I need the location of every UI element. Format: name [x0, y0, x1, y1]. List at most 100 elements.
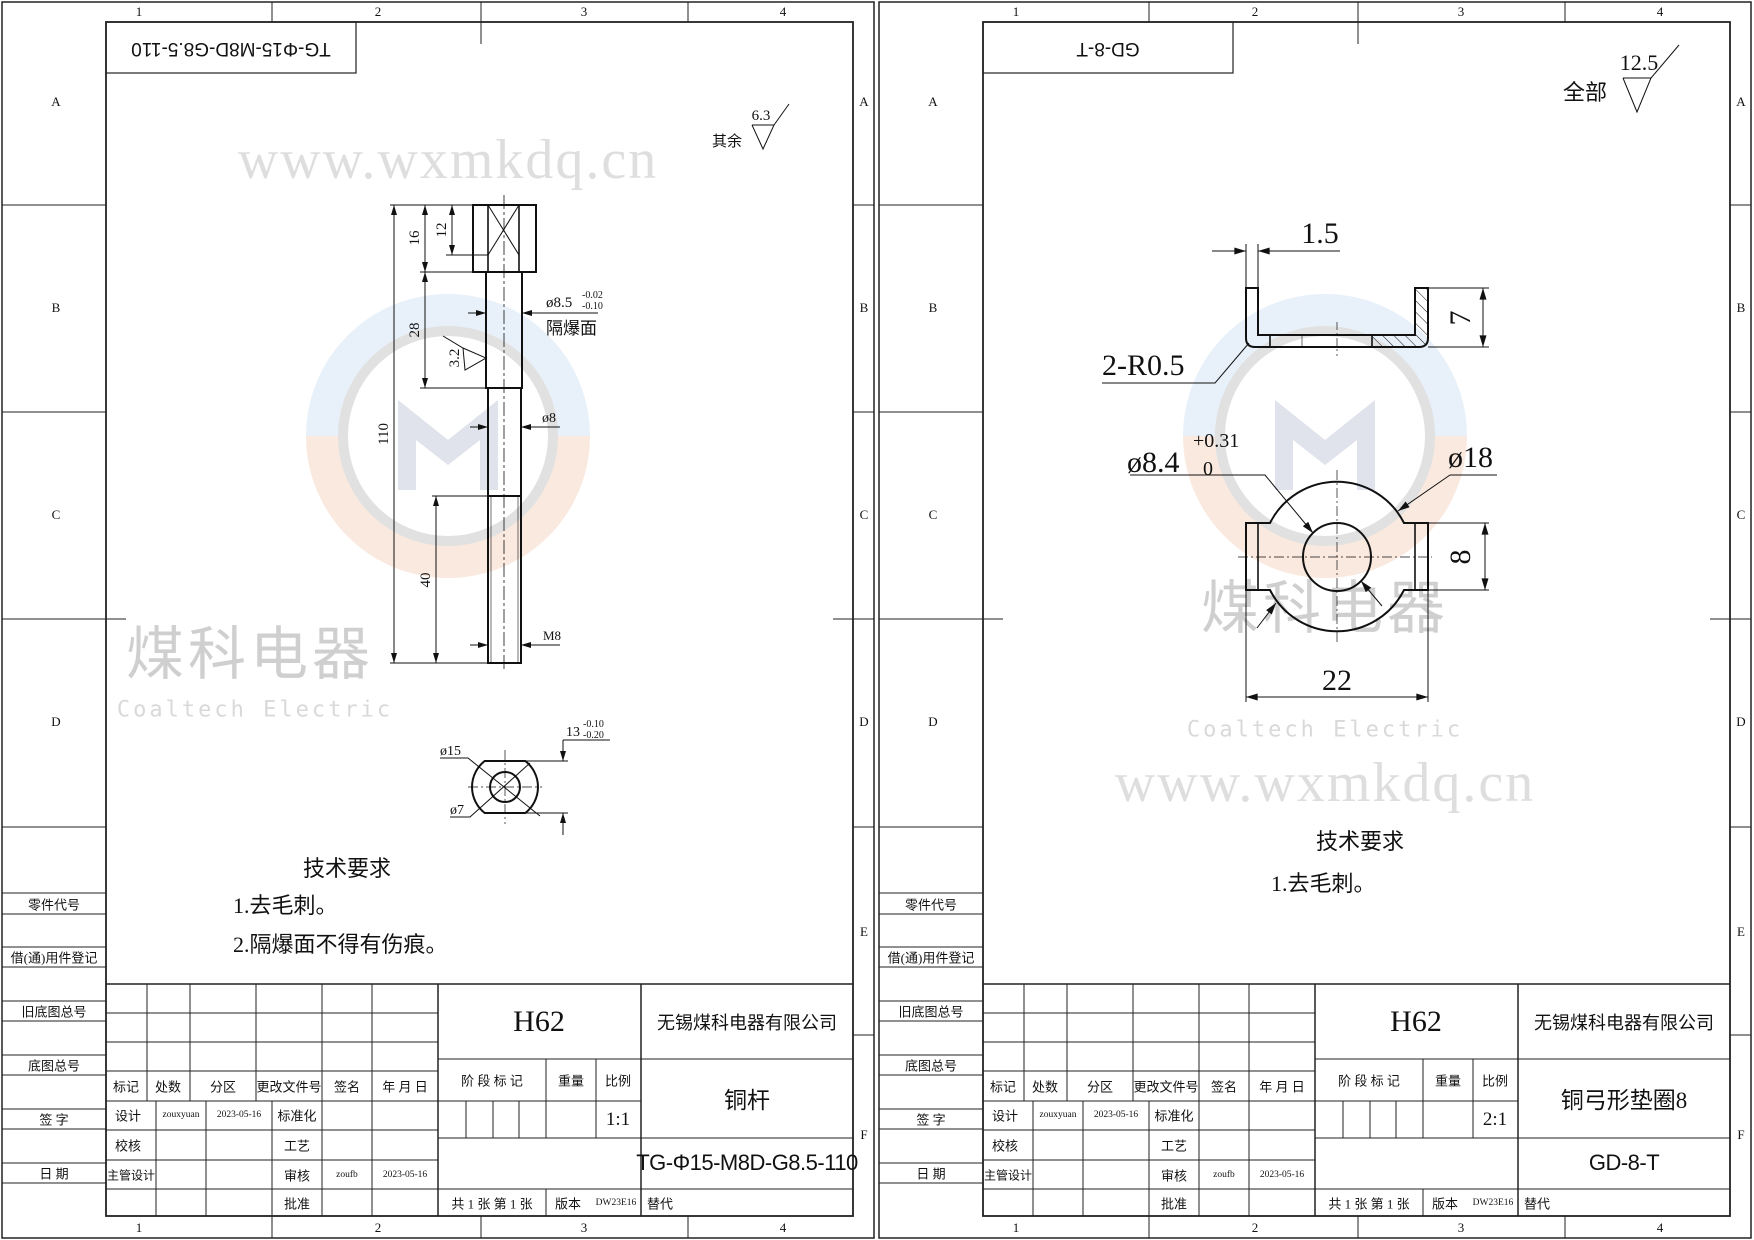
stage-mark-label: 阶 段 标 记: [1338, 1073, 1400, 1089]
column-number: 4: [779, 4, 787, 19]
role-check: 校核: [991, 1138, 1019, 1154]
column-number: 1: [135, 4, 143, 19]
rev-header-count: 处数: [1031, 1079, 1059, 1095]
dim-mid-diameter: ø8: [542, 411, 556, 426]
roughness-seal: 3.2: [447, 349, 463, 368]
side-label-part-code: 零件代号: [27, 897, 81, 913]
design-date: 2023-05-16: [1093, 1110, 1139, 1120]
watermark-url: www.wxmkdq.cn: [1114, 752, 1536, 814]
rev-header-doc-no: 更改文件号: [256, 1079, 322, 1095]
role-standardization: 标准化: [1154, 1108, 1194, 1124]
dim-seal-tol-lower: -0.10: [582, 301, 603, 312]
role-chief-design: 主管设计: [983, 1168, 1033, 1183]
column-number: 2: [374, 4, 382, 19]
dim-thread: M8: [543, 628, 561, 643]
seal-surface-note: 隔爆面: [546, 319, 597, 338]
column-number: 4: [1656, 4, 1664, 19]
part-name: 铜弓形垫圈8: [1560, 1088, 1688, 1113]
column-number: 1: [1012, 4, 1020, 19]
column-number: 1: [135, 1220, 143, 1235]
weight-label: 重量: [557, 1073, 585, 1089]
watermark-url: www.wxmkdq.cn: [237, 129, 659, 191]
role-check: 校核: [114, 1138, 142, 1154]
row-letter: C: [928, 507, 938, 522]
column-number: 3: [1457, 1220, 1465, 1235]
review-date: 2023-05-16: [1259, 1170, 1305, 1180]
designer-name: zouxyuan: [1039, 1110, 1077, 1120]
dim-outer-diameter: ø18: [1448, 441, 1493, 474]
sheet-count: 共 1 张 第 1 张: [451, 1196, 533, 1212]
dim-seal-diameter: ø8.5: [546, 295, 572, 311]
row-letter: C: [1736, 507, 1746, 522]
material: H62: [513, 1005, 565, 1038]
tech-req-title: 技术要求: [1315, 829, 1405, 854]
row-letter: C: [859, 507, 869, 522]
role-approve: 批准: [283, 1196, 311, 1212]
column-number: 3: [580, 4, 588, 19]
role-review: 审核: [1160, 1168, 1188, 1184]
roughness-label: 其余: [712, 132, 742, 150]
reviewer-name: zoufb: [336, 1170, 358, 1180]
review-date: 2023-05-16: [382, 1170, 428, 1180]
dim-flat-width: 13: [566, 725, 580, 740]
dim-flat-tol-lower: -0.20: [583, 730, 604, 741]
rev-header-doc-no: 更改文件号: [1133, 1079, 1199, 1095]
tech-req-item: 1.去毛刺。: [1271, 871, 1376, 896]
tech-req-item: 2.隔爆面不得有伤痕。: [233, 932, 448, 957]
dim-seal-length: 28: [407, 323, 423, 338]
version-label: 版本: [1431, 1196, 1459, 1212]
scale-value: 1:1: [605, 1109, 631, 1130]
rev-header-date: 年 月 日: [382, 1079, 428, 1095]
row-letter: F: [860, 1127, 868, 1142]
dim-hole-diameter: ø7: [450, 803, 464, 818]
rev-header-mark: 标记: [112, 1079, 140, 1095]
row-letter: C: [51, 507, 61, 522]
row-letter: F: [1737, 1127, 1745, 1142]
column-number: 1: [1012, 1220, 1020, 1235]
watermark-en: Coaltech Electric: [116, 697, 394, 723]
side-label-drawing-no: 底图总号: [904, 1058, 958, 1074]
side-label-date: 日 期: [916, 1166, 946, 1182]
drawing-number: TG-Φ15-M8D-G8.5-110: [636, 1150, 858, 1175]
row-letter: A: [859, 94, 869, 109]
replace-label: 替代: [1524, 1196, 1551, 1212]
dim-hole-tol-lower: 0: [1203, 458, 1213, 480]
drawing-number-box: TG-Φ15-M8D-G8.5-110: [131, 38, 331, 59]
side-label-borrowed-parts: 借(通)用件登记: [887, 950, 975, 966]
side-label-date: 日 期: [39, 1166, 69, 1182]
material: H62: [1390, 1005, 1442, 1038]
reviewer-name: zoufb: [1213, 1170, 1235, 1180]
row-letter: A: [1736, 94, 1746, 109]
row-letter: D: [1736, 714, 1746, 729]
sheet-count: 共 1 张 第 1 张: [1328, 1196, 1410, 1212]
side-label-part-code: 零件代号: [904, 897, 958, 913]
tech-req-item: 1.去毛刺。: [233, 893, 338, 918]
role-approve: 批准: [1160, 1196, 1188, 1212]
watermark-en: Coaltech Electric: [1186, 717, 1464, 743]
dim-height: 7: [1444, 311, 1477, 326]
column-number: 3: [1457, 4, 1465, 19]
side-label-old-drawing-no: 旧底图总号: [21, 1004, 87, 1020]
drawing-sheet-copper-rod: 1 2 3 4 1 2 3 4 A B C D A B C D E F 零件代号…: [1, 1, 875, 1239]
side-label-signature: 签 字: [916, 1112, 946, 1128]
designer-name: zouxyuan: [162, 1110, 200, 1120]
rev-header-sign: 签名: [1210, 1079, 1238, 1095]
dim-length: 22: [1322, 664, 1352, 697]
dim-head-inner: 12: [434, 223, 450, 238]
dim-head-diameter: ø15: [440, 744, 461, 759]
row-letter: A: [928, 94, 938, 109]
tech-req-title: 技术要求: [302, 856, 392, 881]
dim-thread-length: 40: [418, 573, 434, 588]
drawing-number: GD-8-T: [1588, 1150, 1660, 1175]
side-label-drawing-no: 底图总号: [27, 1058, 81, 1074]
row-letter: E: [860, 924, 868, 939]
design-date: 2023-05-16: [216, 1110, 262, 1120]
dim-thickness: 1.5: [1301, 217, 1339, 250]
dim-overall-length: 110: [376, 423, 392, 445]
side-label-borrowed-parts: 借(通)用件登记: [10, 950, 98, 966]
version-value: DW23E16: [1472, 1198, 1514, 1208]
row-letter: E: [1737, 924, 1745, 939]
drawing-number-box: GD-8-T: [1076, 38, 1140, 59]
role-design: 设计: [991, 1108, 1019, 1124]
dim-head-length: 16: [407, 230, 423, 246]
